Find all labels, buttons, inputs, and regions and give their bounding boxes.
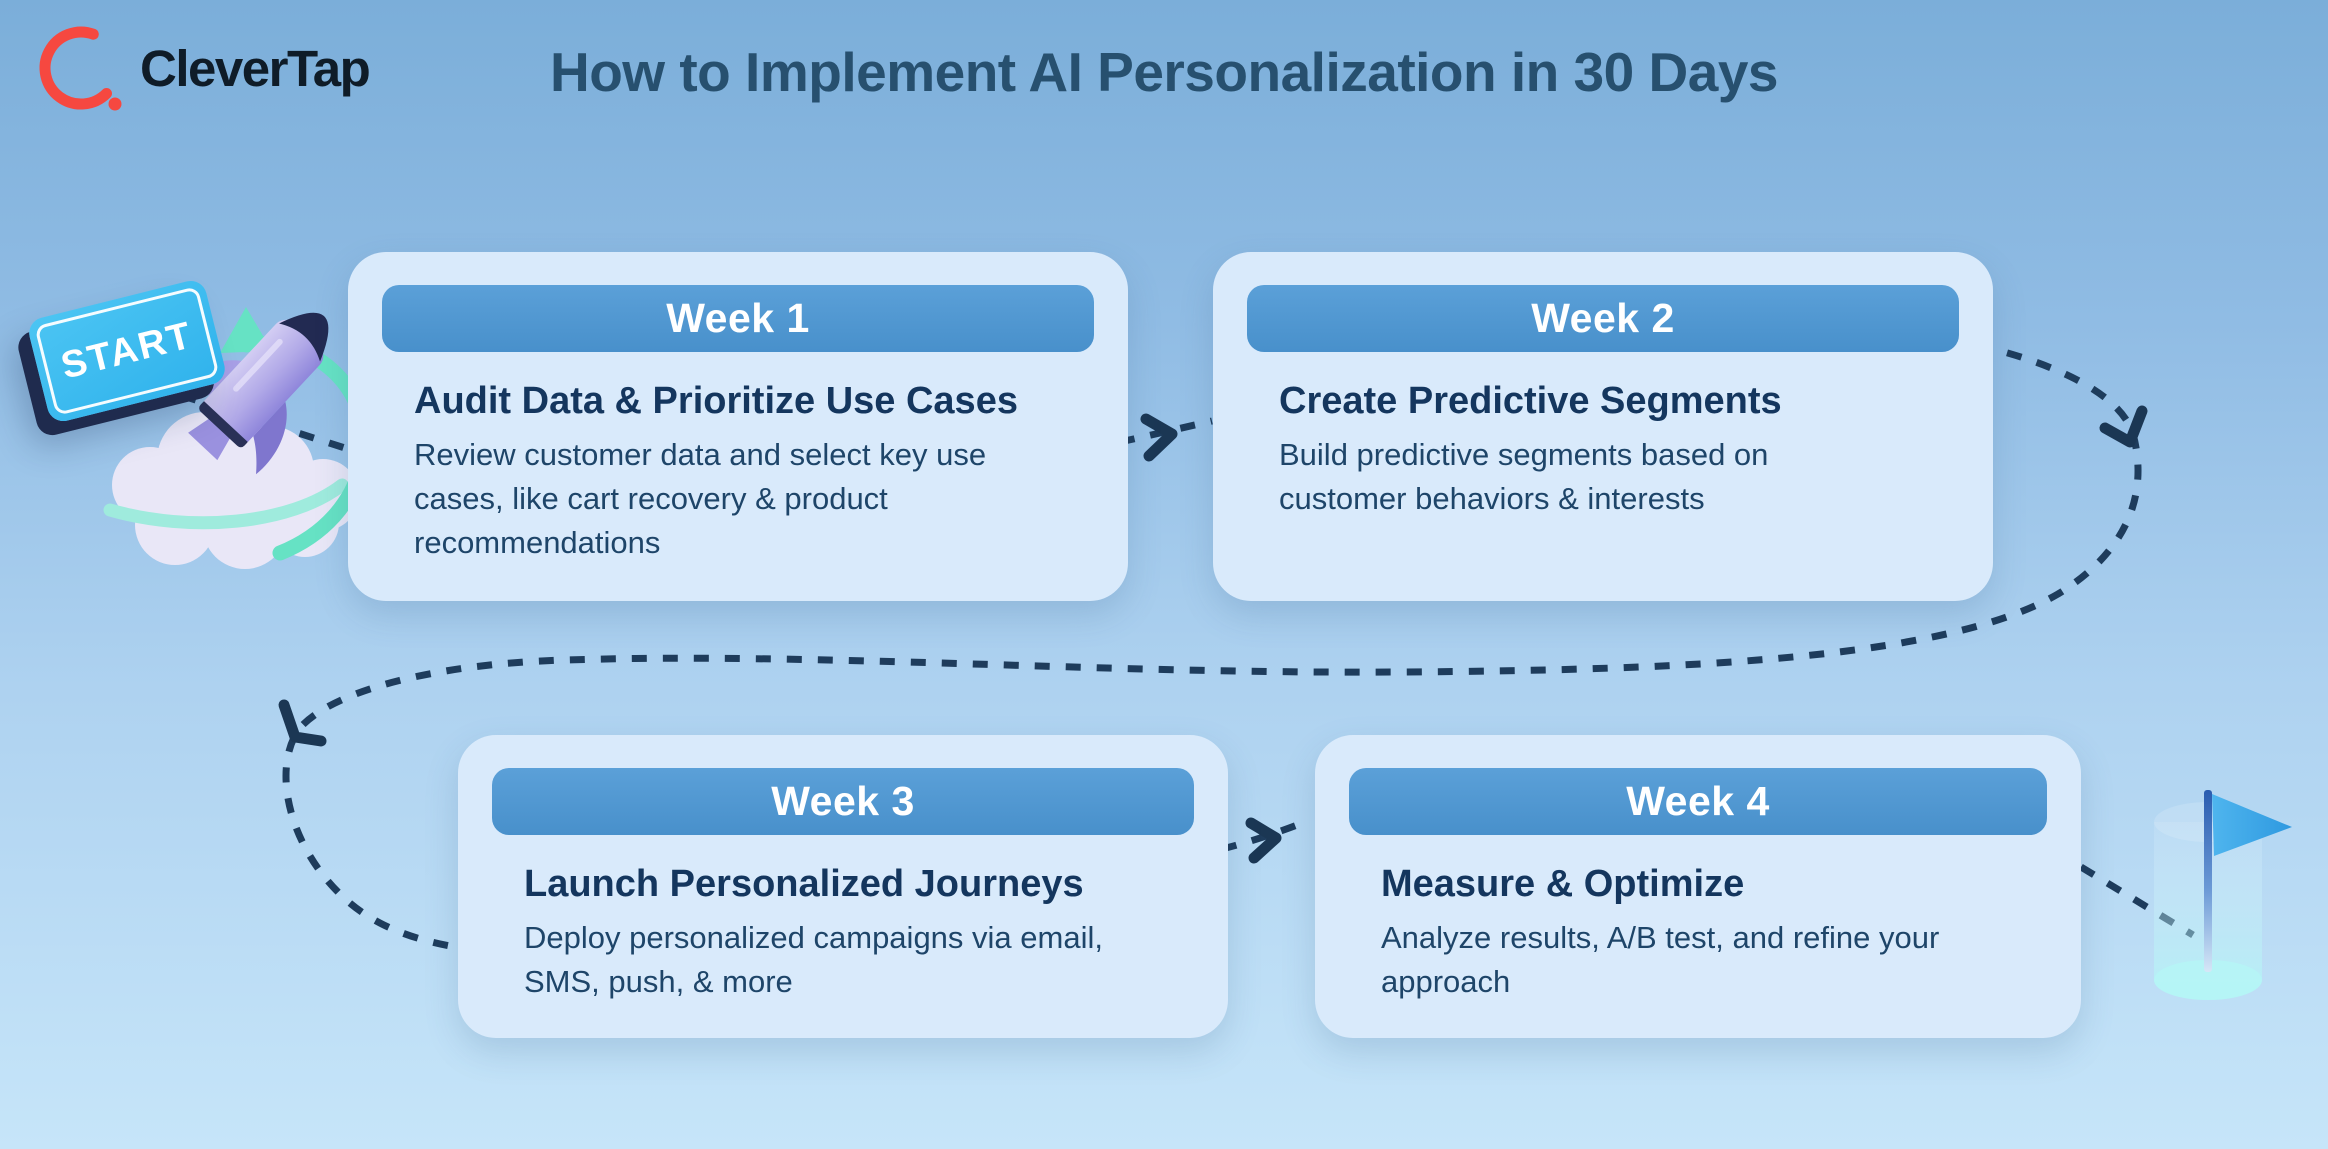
week1-description: Review customer data and select key use … xyxy=(414,437,987,561)
week3-body: Launch Personalized Journeys Deploy pers… xyxy=(524,863,1192,1004)
week2-title: Create Predictive Segments xyxy=(1279,380,1782,422)
week2-description: Build predictive segments based on custo… xyxy=(1279,437,1769,517)
week4-title: Measure & Optimize xyxy=(1381,863,1745,905)
week1-header: Week 1 xyxy=(382,285,1094,352)
week1-card: Week 1 Audit Data & Prioritize Use Cases… xyxy=(348,252,1128,601)
week4-description: Analyze results, A/B test, and refine yo… xyxy=(1381,920,1940,1000)
week1-body: Audit Data & Prioritize Use Cases Review… xyxy=(414,380,1092,565)
connector-week3-week4 xyxy=(1221,816,1312,853)
connector-week1-week2 xyxy=(1119,417,1213,446)
week2-card: Week 2 Create Predictive Segments Build … xyxy=(1213,252,1993,601)
teal-streak-icon xyxy=(103,478,349,530)
week3-title: Launch Personalized Journeys xyxy=(524,863,1084,905)
start-badge: START xyxy=(25,277,229,425)
week3-card: Week 3 Launch Personalized Journeys Depl… xyxy=(458,735,1228,1038)
flag-cylinder xyxy=(2154,802,2262,1000)
clevertap-arc-icon xyxy=(39,26,122,111)
week3-description: Deploy personalized campaigns via email,… xyxy=(524,920,1103,1000)
week3-header: Week 3 xyxy=(492,768,1194,835)
week4-label: Week 4 xyxy=(1626,778,1770,824)
week4-card: Week 4 Measure & Optimize Analyze result… xyxy=(1315,735,2081,1038)
week2-header: Week 2 xyxy=(1247,285,1959,352)
week1-label: Week 1 xyxy=(666,295,810,341)
clevertap-logo-text: CleverTap xyxy=(140,40,371,97)
clevertap-logo: CleverTap xyxy=(36,16,371,121)
cloud-icon xyxy=(112,412,359,569)
finish-flag-illustration xyxy=(2154,790,2292,1000)
week2-label: Week 2 xyxy=(1531,295,1675,341)
week1-title: Audit Data & Prioritize Use Cases xyxy=(414,380,1018,422)
arrowhead-week3-week4-icon xyxy=(1245,817,1282,864)
connector-start-to-week1 xyxy=(150,382,350,453)
finish-flag-icon xyxy=(2204,790,2292,972)
arrowhead-loop-right-icon xyxy=(2099,405,2148,448)
week2-body: Create Predictive Segments Build predict… xyxy=(1279,380,1957,521)
teal-swoosh-arrow-icon xyxy=(220,307,372,561)
connector-week4-flag xyxy=(2079,864,2195,938)
arrowhead-loop-left-icon xyxy=(278,699,327,747)
start-badge-label: START xyxy=(56,313,197,388)
week4-header: Week 4 xyxy=(1349,768,2047,835)
page-title: How to Implement AI Personalization in 3… xyxy=(549,41,1779,103)
arrowhead-week1-week2-icon xyxy=(1140,413,1178,462)
week4-body: Measure & Optimize Analyze results, A/B … xyxy=(1381,863,2045,1004)
week3-label: Week 3 xyxy=(771,778,915,824)
